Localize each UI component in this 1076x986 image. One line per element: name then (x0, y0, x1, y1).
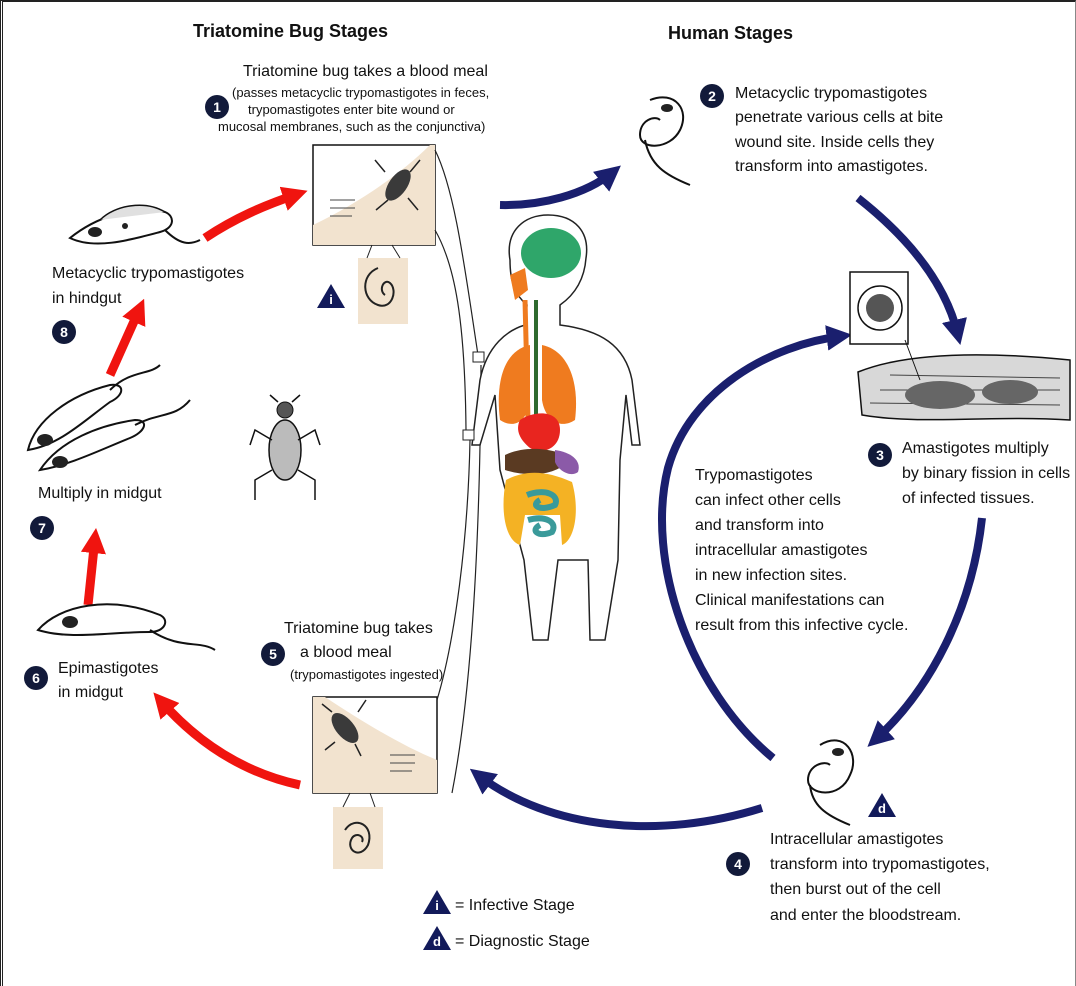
stage-5-line: Triatomine bug takes (284, 617, 433, 640)
stage-3-badge: 3 (868, 443, 892, 467)
stage-2-line: penetrate various cells at bite (735, 106, 943, 129)
stage-1-detail-line: (passes metacyclic trypomastigotes in fe… (232, 84, 489, 101)
legend-infective-icon: i (422, 889, 452, 915)
parasite-stage-2 (640, 97, 690, 185)
parasite-stage-4 (808, 740, 853, 825)
arrow-4-to-5 (478, 775, 762, 826)
legend-infective-label: = Infective Stage (455, 894, 575, 917)
stage-8-badge: 8 (52, 320, 76, 344)
reinfection-text-line: result from this infective cycle. (695, 614, 908, 637)
parasite-stage-6 (38, 604, 215, 650)
parasite-stage-8 (70, 205, 200, 243)
stage-6-badge: 6 (24, 666, 48, 690)
stage-6-line: Epimastigotes (58, 657, 159, 680)
parasite-stage-7 (28, 365, 190, 470)
arrow-6-to-7 (88, 538, 95, 605)
stage-4-line: Intracellular amastigotes (770, 828, 943, 851)
stage-5-detail: (trypomastigotes ingested) (290, 666, 443, 683)
diagnostic-stage-marker: d (867, 792, 897, 818)
reinfection-text-line: Trypomastigotes (695, 464, 813, 487)
stage-6-line: in midgut (58, 681, 123, 704)
stage-4-line: transform into trypomastigotes, (770, 853, 990, 876)
stage-5-line: a blood meal (300, 641, 392, 664)
arrow-8-to-1 (205, 194, 298, 238)
stage-2-line: transform into amastigotes. (735, 155, 928, 178)
stage-3-line: of infected tissues. (902, 487, 1035, 510)
stage-8-line: in hindgut (52, 287, 121, 310)
reinfection-text-line: can infect other cells (695, 489, 841, 512)
reinfection-text-line: and transform into (695, 514, 824, 537)
stage-4-line: then burst out of the cell (770, 878, 941, 901)
stage-7-badge: 7 (30, 516, 54, 540)
stage-5-badge: 5 (261, 642, 285, 666)
reinfection-text-line: intracellular amastigotes (695, 539, 868, 562)
stage-1-title: Triatomine bug takes a blood meal (243, 60, 488, 83)
legend-diagnostic-label: = Diagnostic Stage (455, 930, 590, 953)
reinfection-text-line: Clinical manifestations can (695, 589, 884, 612)
header-human-stages: Human Stages (668, 22, 793, 45)
stage-4-badge: 4 (726, 852, 750, 876)
arrow-1-to-2 (500, 172, 613, 205)
triatomine-bug-illustration (250, 395, 320, 500)
header-bug-stages: Triatomine Bug Stages (193, 20, 388, 43)
stage-2-line: wound site. Inside cells they (735, 131, 934, 154)
reinfection-text-line: in new infection sites. (695, 564, 847, 587)
stage-3-line: Amastigotes multiply (902, 437, 1049, 460)
legend-diagnostic-icon: d (422, 925, 452, 951)
stage-1-badge: 1 (205, 95, 229, 119)
infective-stage-marker: i (316, 283, 346, 309)
stage-1-detail-line: mucosal membranes, such as the conjuncti… (218, 118, 485, 135)
stage-2-badge: 2 (700, 84, 724, 108)
arrow-7-to-8 (110, 308, 140, 375)
bite-box-stage-5 (313, 697, 437, 869)
stage-2-line: Metacyclic trypomastigotes (735, 82, 927, 105)
stage-3-line: by binary fission in cells (902, 462, 1070, 485)
human-body-figure (463, 215, 640, 640)
stage-7-line: Multiply in midgut (38, 482, 162, 505)
stage-4-line: and enter the bloodstream. (770, 904, 961, 927)
arrow-5-to-6 (160, 700, 300, 785)
connector-lines (435, 150, 481, 793)
tissue-stage-3 (850, 272, 1070, 420)
stage-1-detail-line: trypomastigotes enter bite wound or (248, 101, 455, 118)
stage-8-line: Metacyclic trypomastigotes (52, 262, 244, 285)
